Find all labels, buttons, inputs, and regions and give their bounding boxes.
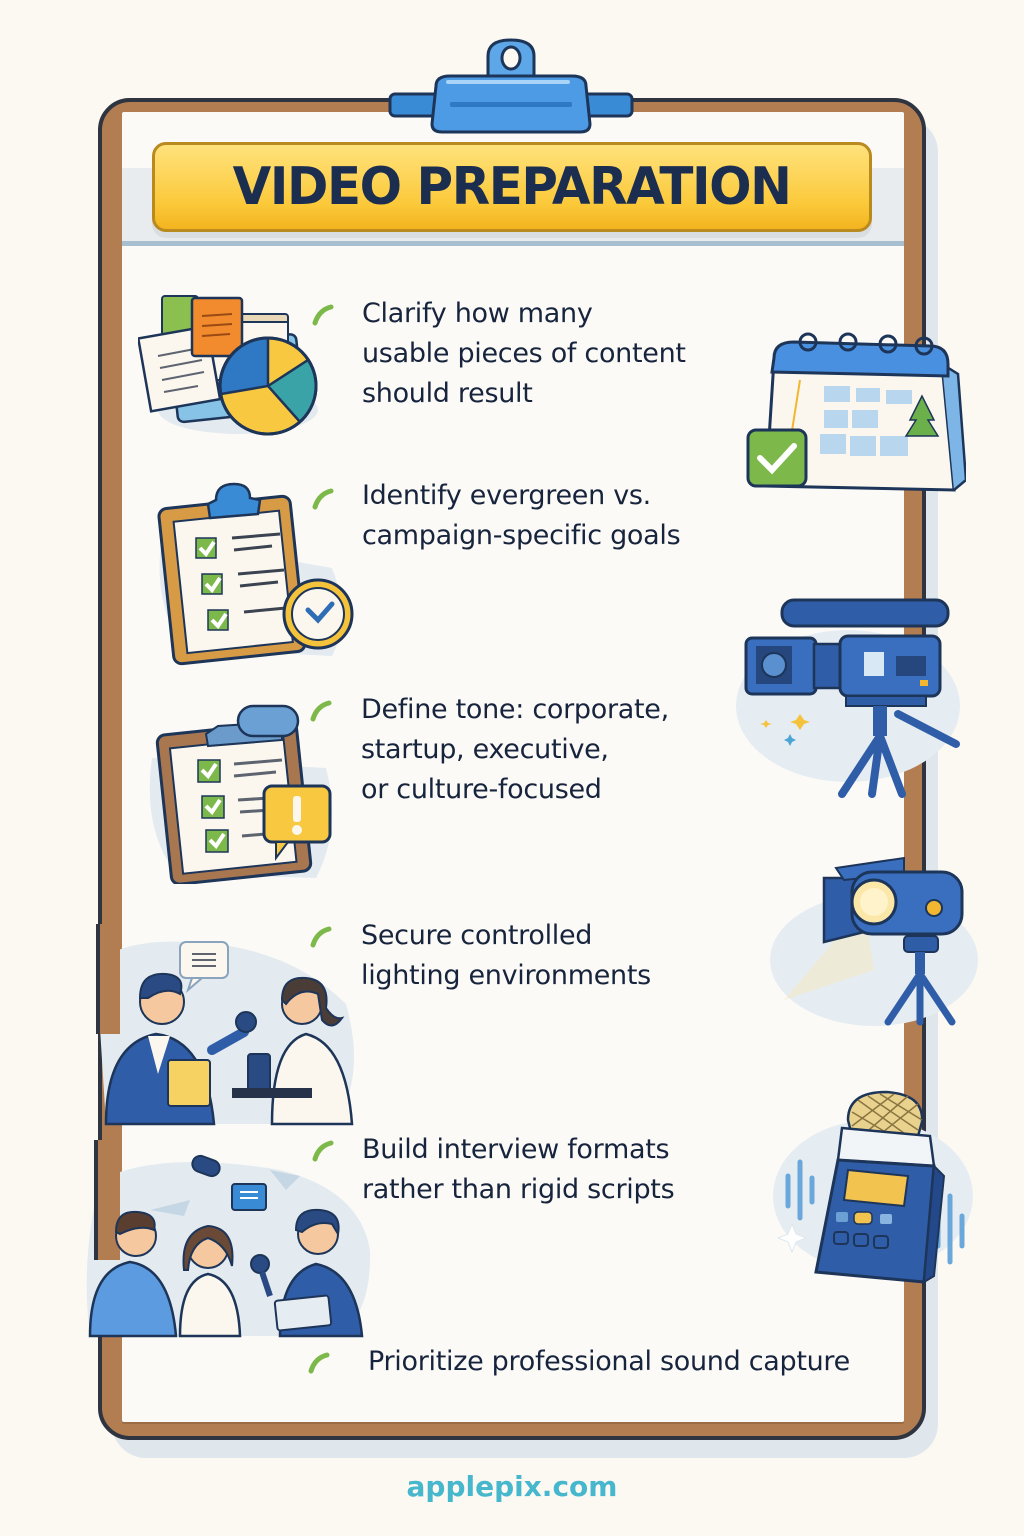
list-item-3: Define tone: corporate, startup, executi… xyxy=(361,694,669,805)
check-icon xyxy=(312,1140,334,1162)
list-item-2: Identify evergreen vs. campaign-specific… xyxy=(362,480,681,551)
clipboard-clip-icon xyxy=(388,36,634,136)
check-icon xyxy=(310,700,332,722)
footer-website: applepix.com xyxy=(406,1470,618,1503)
page-title: VIDEO PREPARATION xyxy=(233,157,792,217)
calendar-check-icon xyxy=(744,330,968,500)
interview-two-people-icon xyxy=(96,924,364,1128)
check-icon xyxy=(312,304,334,326)
list-item-5: Build interview formats rather than rigi… xyxy=(362,1134,675,1205)
video-camera-tripod-icon xyxy=(730,596,966,800)
list-item-1: Clarify how many usable pieces of conten… xyxy=(362,298,686,409)
audio-recorder-icon xyxy=(768,1086,978,1286)
studio-light-tripod-icon xyxy=(764,850,978,1026)
check-icon xyxy=(310,926,332,948)
check-icon xyxy=(308,1352,330,1374)
checklist-alert-icon xyxy=(146,698,346,886)
title-banner: VIDEO PREPARATION xyxy=(152,142,872,232)
documents-pie-chart-icon xyxy=(136,282,324,440)
check-icon xyxy=(312,488,334,510)
list-item-6: Prioritize professional sound capture xyxy=(368,1346,850,1377)
list-item-4: Secure controlled lighting environments xyxy=(361,920,651,991)
checklist-clock-icon xyxy=(152,478,362,666)
group-interview-icon xyxy=(80,1140,380,1340)
